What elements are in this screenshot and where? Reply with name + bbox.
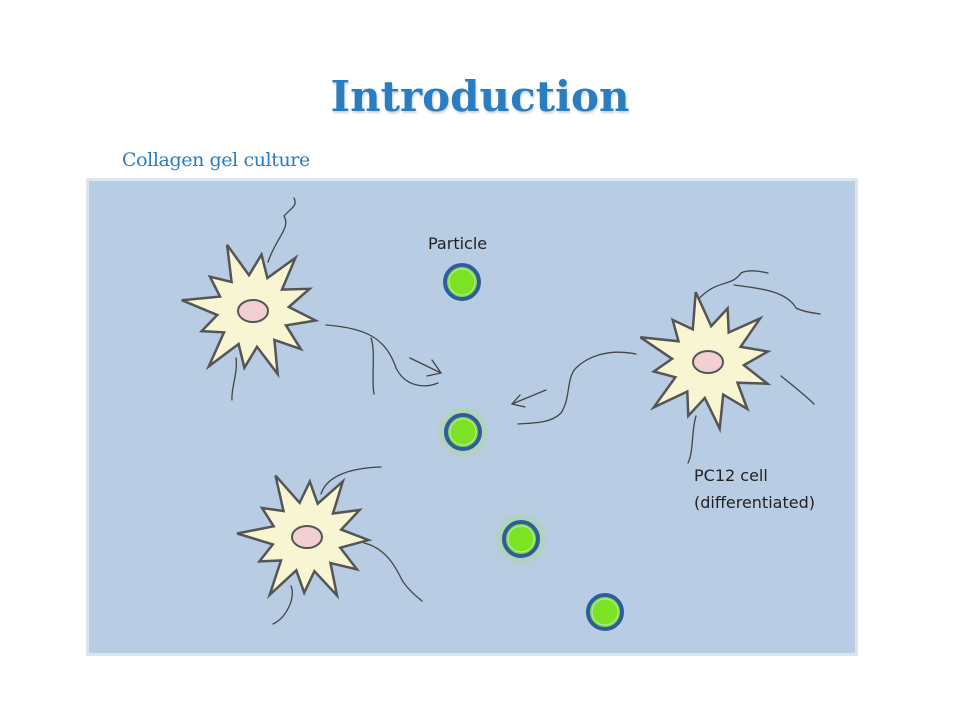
neurite (267, 197, 296, 263)
neurite (272, 585, 293, 625)
cell-nucleus (291, 525, 323, 549)
particle (502, 520, 540, 558)
neurite (231, 357, 238, 401)
neurite (687, 415, 697, 464)
neurite (517, 351, 637, 425)
neurites (231, 197, 821, 625)
neurite (370, 337, 375, 395)
particle-inner-ring (591, 598, 619, 626)
neurite (363, 542, 423, 602)
arrow-left (510, 389, 547, 408)
particle (443, 263, 481, 301)
particle (444, 413, 482, 451)
particle (586, 593, 624, 631)
culture-panel (86, 178, 858, 656)
arrows (409, 357, 547, 408)
cell-label-line2: (differentiated) (694, 493, 815, 512)
culture-diagram (86, 178, 858, 656)
slide-title: Introduction (330, 72, 630, 121)
slide-subtitle: Collagen gel culture (122, 149, 310, 171)
cell-nucleus (237, 299, 269, 323)
neurite (780, 375, 815, 405)
cell-nucleus (692, 350, 724, 374)
particle-label: Particle (428, 234, 488, 253)
neurite (325, 324, 439, 387)
cell-label-line1: PC12 cell (694, 466, 768, 485)
particle-inner-ring (507, 525, 535, 553)
particles (441, 263, 624, 631)
cell-label: PC12 cell (differentiated) (694, 462, 815, 516)
particle-inner-ring (448, 268, 476, 296)
neurite (320, 466, 382, 495)
pc12-cells (181, 244, 772, 600)
neurite (695, 270, 769, 303)
arrow-right (409, 357, 443, 377)
particle-inner-ring (449, 418, 477, 446)
neurite (733, 284, 821, 315)
